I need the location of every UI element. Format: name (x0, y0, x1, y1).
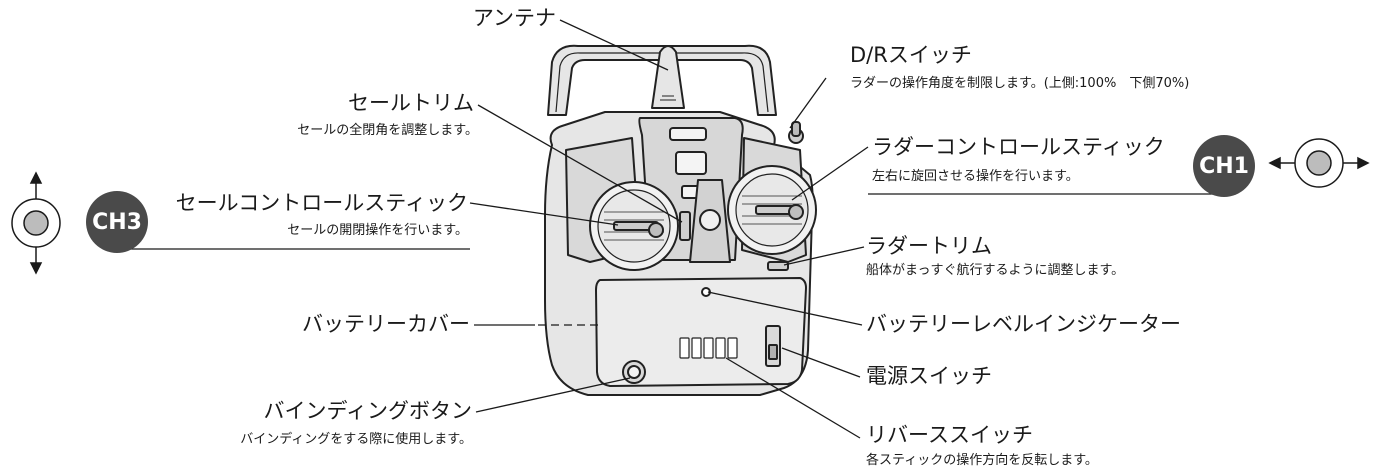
left-stick (648, 222, 664, 238)
sail-trim-label: セールトリム (348, 91, 474, 115)
battery-cover-label: バッテリーカバー (302, 312, 470, 336)
power-switch-label: 電源スイッチ (866, 364, 992, 388)
right-stick (788, 204, 804, 220)
binding-button-label: バインディングボタン (263, 399, 472, 423)
reverse-switch-label: リバーススイッチ (866, 423, 1033, 447)
sail-trim-slider (679, 211, 691, 241)
rudder-trim-label: ラダートリム (866, 234, 992, 258)
dr-switch-label: D/Rスイッチ (850, 43, 972, 67)
sail-stick-desc: セールの開閉操作を行います。 (287, 223, 468, 238)
reverse-switch-desc: 各スティックの操作方向を反転します。 (866, 453, 1098, 468)
leader-dr (789, 77, 827, 129)
ch1-direction-icon (1268, 138, 1370, 188)
binding-button-desc: バインディングをする際に使用します。 (240, 432, 472, 447)
leader-sail-stick (469, 202, 619, 226)
sail-stick-label: セールコントロールスティック (175, 191, 468, 215)
leader-lines (115, 19, 1220, 439)
rudder-stick-desc: 左右に旋回させる操作を行います。 (872, 169, 1079, 184)
sail-trim-desc: セールの全閉角を調整します。 (297, 123, 478, 138)
transmitter-illustration (544, 44, 817, 396)
leader-rudder-trim (783, 246, 865, 266)
leader-reverse (725, 357, 861, 439)
ch3-direction-icon (11, 171, 61, 275)
antenna (651, 45, 685, 109)
rudder-trim-slider (767, 261, 789, 271)
reverse-switch-bank (679, 337, 738, 359)
battery-indicator-label: バッテリーレベルインジケーター (866, 312, 1181, 336)
battery-cover-panel (595, 277, 807, 387)
ch1-badge: CH1 (1193, 135, 1255, 197)
ch3-badge: CH3 (86, 191, 148, 253)
dr-switch-desc: ラダーの操作角度を制限します。(上側:100% 下側70%) (850, 76, 1190, 91)
rudder-trim-desc: 船体がまっすぐ航行するように調整します。 (866, 263, 1125, 278)
leader-antenna (559, 19, 669, 71)
rudder-stick-label: ラダーコントロールスティック (872, 135, 1165, 159)
leader-sail-trim (477, 104, 683, 223)
leader-binding (475, 377, 631, 413)
leader-battery-indicator (707, 291, 863, 326)
leader-rudder-stick (791, 146, 869, 201)
antenna-label: アンテナ (472, 6, 556, 30)
leader-power (781, 347, 861, 378)
